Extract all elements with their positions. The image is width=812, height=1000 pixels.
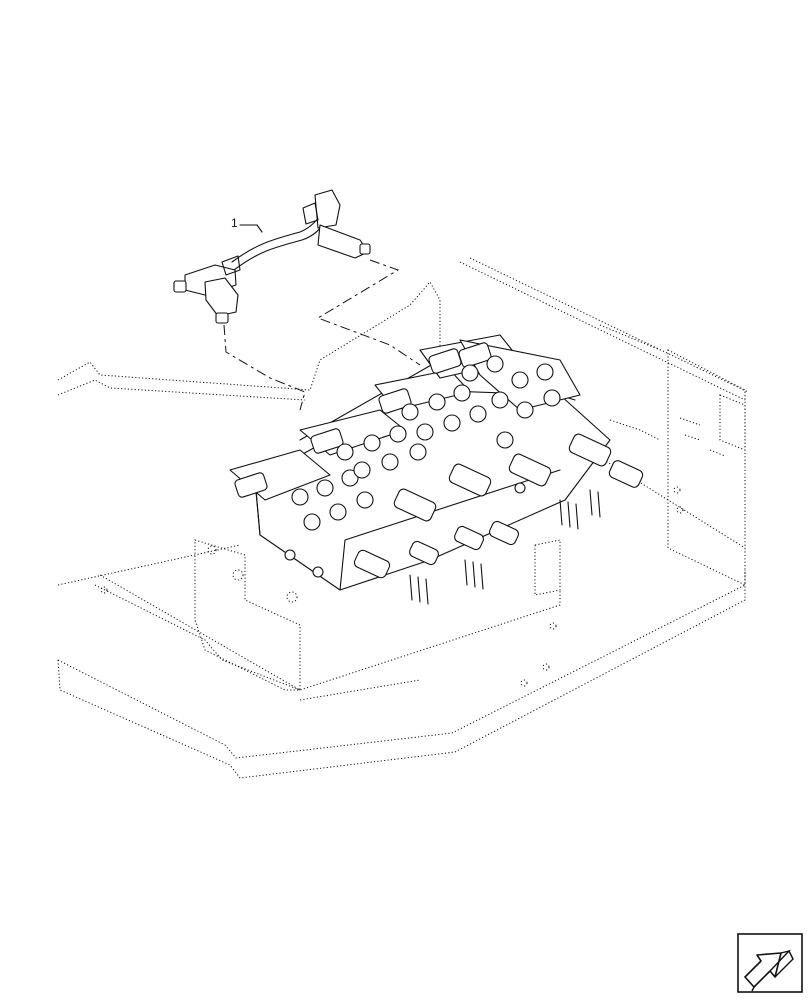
hose-assembly	[173, 189, 371, 324]
callout-label-1: 1	[231, 216, 238, 230]
control-valve-block	[229, 334, 644, 605]
base-frame	[57, 257, 749, 779]
assembly-guide-lines	[223, 259, 421, 411]
arrow-navigation-icon-graphic	[737, 933, 803, 993]
callout-1: 1	[231, 216, 263, 233]
arrow-navigation-icon[interactable]	[737, 933, 803, 993]
